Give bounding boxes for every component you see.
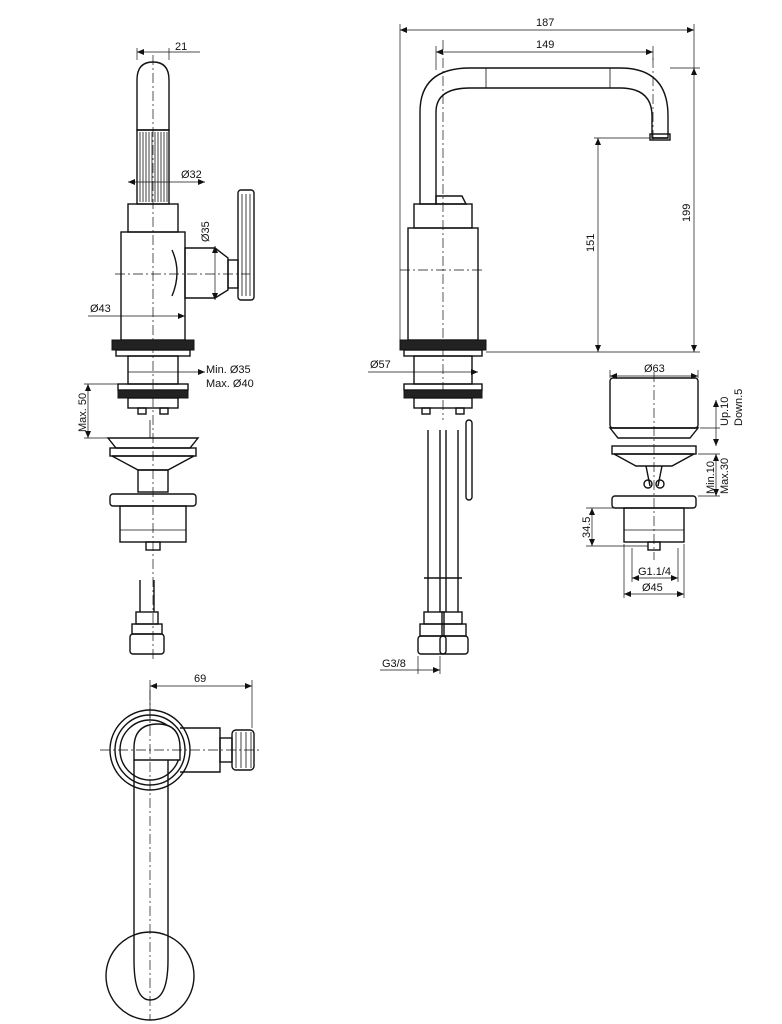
dim-front-thread: G3/8 [382,658,406,670]
dim-waste-max: Max.30 [719,458,731,494]
dim-front-base-dia: Ø57 [370,359,391,371]
front-view [399,40,671,655]
dim-side-body-dia: Ø43 [90,303,111,315]
dim-front-total-height: 199 [681,204,693,222]
dim-waste-min: Min.10 [705,461,717,494]
dim-waste-thread: G1.1/4 [638,566,671,578]
dim-waste-body-height: 34.5 [581,517,593,538]
dim-top-lever-offset: 69 [194,673,206,685]
dim-front-spout-reach: 149 [536,39,554,51]
dim-side-deck-max: Max. 50 [77,393,89,432]
dim-waste-up: Up.10 [719,397,731,426]
waste-dimensions: Ø63 Up.10 Down.5 Min.10 Max.30 34.5 G1.1… [581,363,745,598]
top-dimensions: 69 [149,673,253,728]
dim-waste-body-dia: Ø45 [642,582,663,594]
front-dimensions: 187 149 199 151 Ø57 G3/8 [368,17,700,674]
top-view [100,690,262,1021]
waste-view [608,372,700,560]
dim-side-width-top: 21 [175,41,187,53]
dim-side-hole-max: Max. Ø40 [206,378,254,390]
side-view [106,55,255,660]
dim-front-spout-height: 151 [585,234,597,252]
dim-waste-down: Down.5 [733,389,745,426]
dim-waste-cap-dia: Ø63 [644,363,665,375]
dim-side-hole-min: Min. Ø35 [206,364,251,376]
dim-front-total-reach: 187 [536,17,554,29]
side-dimensions: 21 Ø32 Ø35 Ø43 Min. Ø35 Max. Ø40 Max. 50 [77,41,254,439]
dim-side-lever-dia: Ø35 [200,221,212,242]
dim-side-knurl-dia: Ø32 [181,169,202,181]
